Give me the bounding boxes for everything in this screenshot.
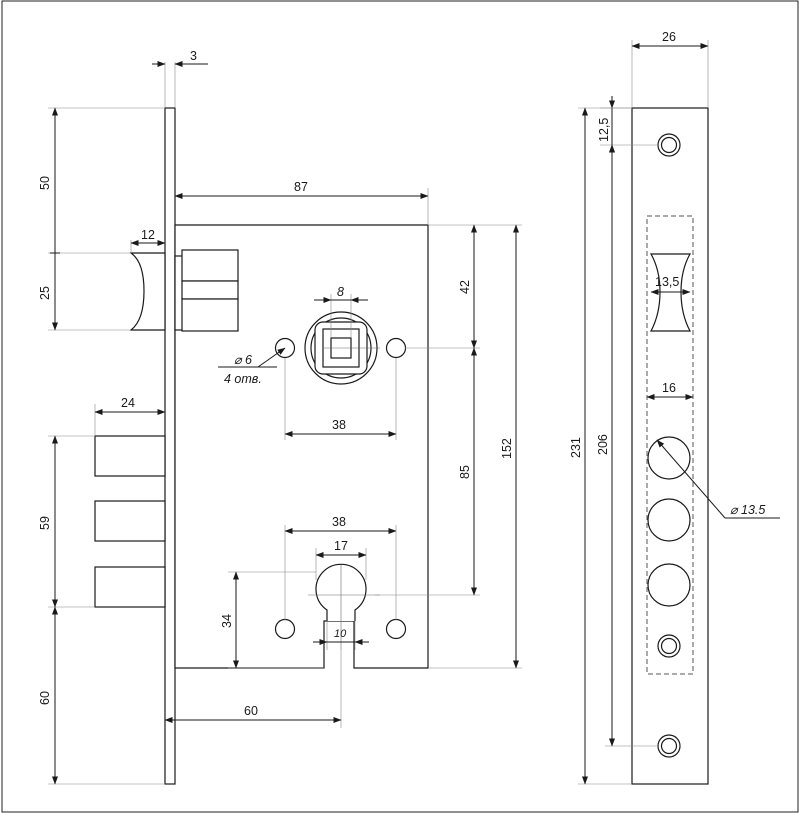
dim-strike-hole-span: 206 [596,434,610,455]
dim-latch-height: 25 [38,286,52,300]
face-plate [164,107,176,785]
lock-body-view [94,107,429,785]
dim-face-thickness: 3 [190,49,197,63]
dim-latch-to-spindle: 42 [458,280,472,294]
dim-hole-spacing-bottom: 38 [332,515,346,529]
lock-dimensions: 3 50 25 12 87 8 ⌀ 6 4 отв. 38 [38,49,522,785]
note-hole-count: 4 отв. [224,372,262,386]
mount-hole-bottom-right [385,618,407,640]
dim-bottom-to-face: 60 [38,691,52,705]
mount-hole-top-right [385,337,407,359]
strike-bolt-hole-1 [647,436,691,480]
dim-strike-width: 26 [662,30,676,44]
strike-screw-hole-top [657,133,681,157]
dim-spindle-square: 8 [337,285,344,299]
dim-strike-bolt-width: 16 [662,381,676,395]
dim-latch-projection: 12 [141,228,155,242]
dead-bolt-3 [94,566,166,608]
strike-dimensions: 26 12,5 13,5 16 231 206 ⌀ 13.5 [569,30,780,785]
dim-backset: 60 [244,704,258,718]
dim-top-to-latch: 50 [38,176,52,190]
dim-cylinder-upper-width: 17 [334,539,348,553]
strike-screw-hole-bottom [657,734,681,758]
strike-plate-view [631,107,709,785]
strike-plate-box [646,215,694,675]
note-strike-hole-diameter: ⌀ 13.5 [730,503,765,517]
latch-bolt [129,249,239,332]
dim-strike-latch-slot: 13,5 [655,275,679,289]
dim-cylinder-to-bottom: 34 [220,614,234,628]
dim-cylinder-lower-width: 10 [334,628,347,640]
dead-bolt-2 [94,500,166,542]
dim-strike-length: 231 [569,437,583,458]
dim-hole-spacing-top: 38 [332,418,346,432]
mount-hole-bottom-left [274,618,296,640]
dim-case-height: 152 [500,438,514,459]
dim-spindle-to-cylinder: 85 [458,465,472,479]
strike-bolt-hole-2 [647,498,691,542]
dim-bolt-projection: 24 [121,396,135,410]
spindle-hub [304,311,380,385]
dim-backset-depth: 87 [294,180,308,194]
note-hole-diameter: ⌀ 6 [234,353,252,367]
strike-bolt-hole-3 [647,563,691,607]
dead-bolt-1 [94,435,166,477]
dim-bolt-span: 59 [38,516,52,530]
dim-strike-top-hole: 12,5 [597,118,611,142]
strike-screw-hole-mid [657,634,681,658]
